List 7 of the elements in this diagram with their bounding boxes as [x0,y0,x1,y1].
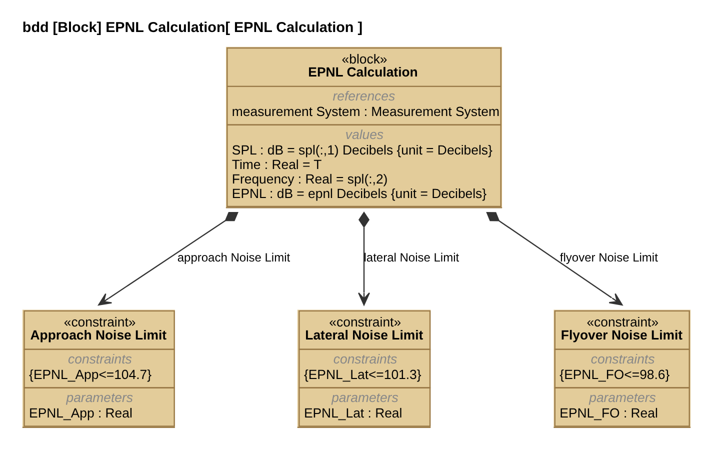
edge-label: lateral Noise Limit [364,250,460,265]
edge-label: flyover Noise Limit [560,250,658,265]
arrow [98,212,238,306]
diagram-title: bdd [Block] EPNL Calculation[ EPNL Calculation ] [22,20,363,36]
edge-label: approach Noise Limit [177,250,290,265]
arrow [486,212,623,306]
arrow [358,211,370,306]
